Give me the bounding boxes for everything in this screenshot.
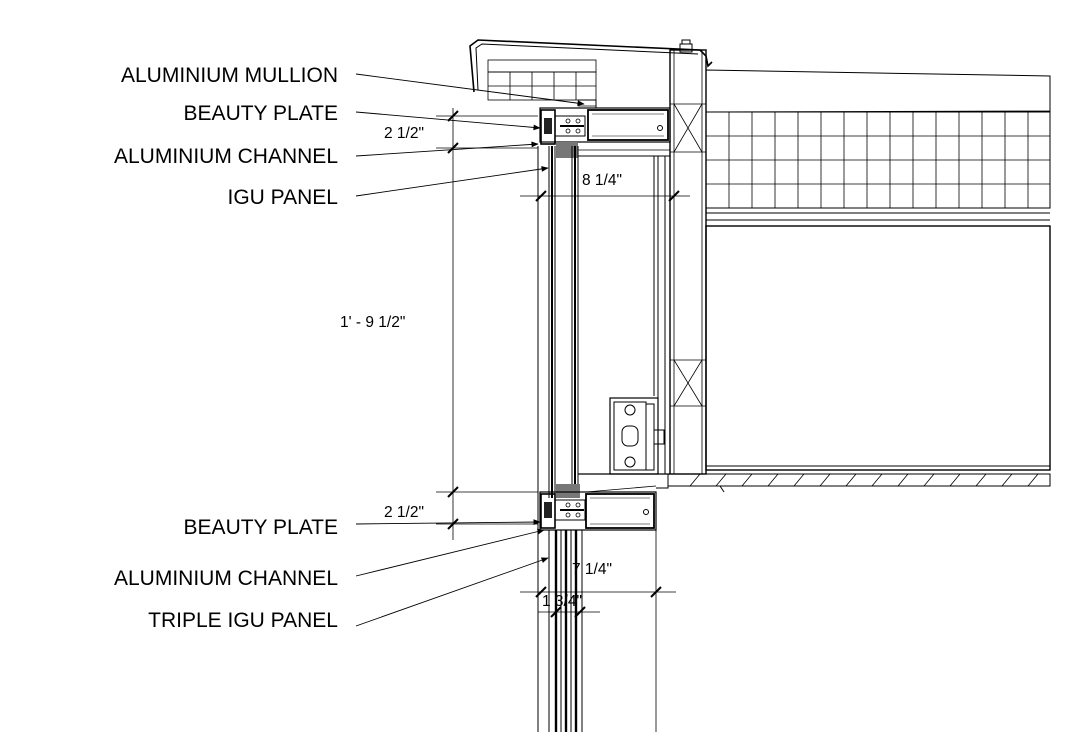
anchor-bracket: [578, 397, 670, 475]
label-triple-igu-panel: TRIPLE IGU PANEL: [148, 609, 338, 632]
label-aluminium-mullion: ALUMINIUM MULLION: [121, 64, 338, 87]
label-beauty-plate-top: BEAUTY PLATE: [184, 102, 338, 125]
dim-triple-igu-thickness: 1 3/4": [542, 593, 582, 610]
dim-top-beauty-plate: 2 1/2": [384, 125, 424, 142]
label-aluminium-channel-bottom: ALUMINIUM CHANNEL: [114, 567, 338, 590]
leader-lines: [355, 73, 585, 627]
label-aluminium-channel-top: ALUMINIUM CHANNEL: [114, 145, 338, 168]
dim-glass-height: 1' - 9 1/2": [340, 314, 405, 331]
label-igu-panel: IGU PANEL: [228, 186, 338, 209]
label-beauty-plate-bottom: BEAUTY PLATE: [184, 516, 338, 539]
igu-glazing: [537, 146, 670, 732]
top-mullion-assembly: [539, 99, 671, 158]
coping-flashing: [469, 39, 713, 101]
dim-bottom-depth: 7 1/4": [572, 561, 612, 578]
dim-top-depth: 8 1/4": [582, 172, 622, 189]
dimension-lines: [436, 108, 690, 618]
dim-bottom-beauty-plate: 2 1/2": [384, 504, 424, 521]
triple-igu-glazing: [548, 530, 657, 732]
bottom-mullion-assembly: [539, 484, 657, 531]
roof-assembly: [656, 69, 1051, 493]
timber-blocking: [669, 49, 707, 475]
